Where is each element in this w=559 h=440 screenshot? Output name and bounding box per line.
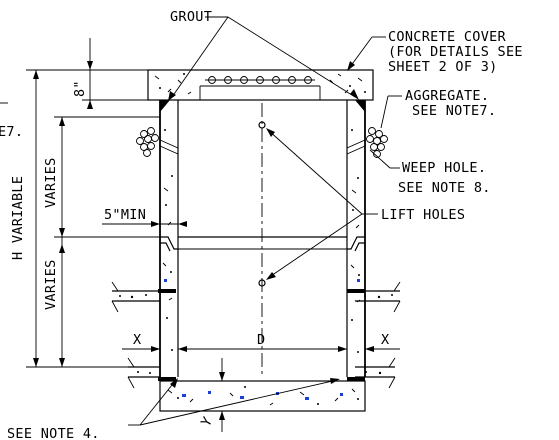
label-concrete-cover-3: SHEET 2 OF 3): [388, 59, 498, 75]
ground-line-upper-right: [355, 281, 401, 313]
label-varies-lower: VARIES: [43, 259, 59, 310]
dim-x-left: [122, 346, 160, 352]
pad-lower-right: [347, 377, 365, 381]
aggregate-right: [366, 127, 388, 158]
pad-lower-left: [158, 377, 176, 381]
label-grout: GROUT: [170, 9, 212, 25]
label-varies-upper: VARIES: [43, 157, 59, 208]
dim-h-variable: [26, 69, 148, 368]
label-d: D: [257, 332, 265, 348]
label-8in: 8": [72, 80, 88, 97]
dim-8in: [82, 38, 148, 109]
cover-pebbles: [205, 76, 315, 84]
label-weep-hole-2: SEE NOTE 8.: [398, 180, 491, 196]
leader-lift-holes: [266, 128, 378, 280]
label-weep-hole-1: WEEP HOLE.: [402, 160, 486, 176]
label-aggregate-right-1: AGGREGATE.: [405, 88, 489, 104]
aggregate-left: [136, 127, 159, 157]
dim-y: [219, 358, 225, 432]
wall-mark-left: [164, 279, 167, 282]
dim-x-right: [365, 346, 400, 352]
concrete-cover: [147, 69, 374, 101]
label-x-left: X: [133, 332, 141, 348]
leader-concrete-cover: [347, 36, 386, 71]
label-lift-holes: LIFT HOLES: [381, 207, 465, 223]
label-5in-min: 5"MIN: [104, 207, 146, 223]
leader-grout: [168, 16, 359, 101]
ground-line-upper-left: [111, 281, 160, 313]
ground-line-lower-left: [127, 357, 160, 389]
label-aggregate-left: E7.: [0, 124, 23, 140]
dim-5in-min: [102, 221, 187, 227]
ground-line-lower-right: [355, 357, 396, 389]
dim-d: [178, 346, 347, 352]
leader-aggregate-right: [380, 95, 402, 129]
label-concrete-cover-2: (FOR DETAILS SEE: [388, 44, 523, 60]
right-wall: [346, 100, 366, 377]
dim-varies-upper: [54, 116, 160, 238]
label-y: Y: [198, 414, 216, 429]
lift-hole-upper: [258, 121, 266, 129]
pad-upper-right: [347, 289, 365, 293]
label-aggregate-right-2: SEE NOTE7.: [412, 103, 496, 119]
left-wall: [159, 100, 179, 377]
label-h-variable: H VARIABLE: [10, 176, 26, 260]
label-concrete-cover-1: CONCRETE COVER: [388, 29, 507, 45]
wall-mark-right: [357, 279, 360, 282]
pad-upper-left: [158, 289, 176, 293]
base-slab: [159, 380, 366, 412]
lift-hole-lower: [258, 279, 266, 287]
leader-weep-hole: [369, 149, 400, 169]
label-see-note-4: SEE NOTE 4.: [7, 426, 100, 440]
label-x-right: X: [381, 332, 389, 348]
dim-varies-lower: [59, 237, 65, 367]
leader-see-note-4: [128, 378, 340, 426]
